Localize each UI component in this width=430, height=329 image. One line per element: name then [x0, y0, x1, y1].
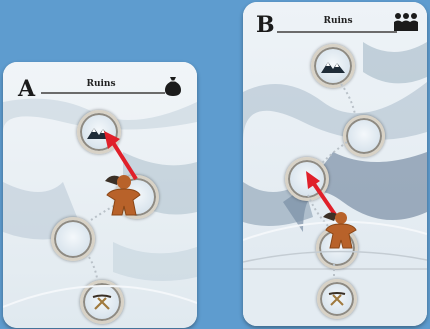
card-b: B Ruins [243, 2, 427, 326]
track-arc-a [3, 267, 197, 327]
path-dots-b [243, 2, 427, 326]
miner-meeple-icon [103, 172, 141, 216]
card-a: A Ruins [3, 62, 197, 328]
miner-meeple-icon [321, 209, 357, 249]
